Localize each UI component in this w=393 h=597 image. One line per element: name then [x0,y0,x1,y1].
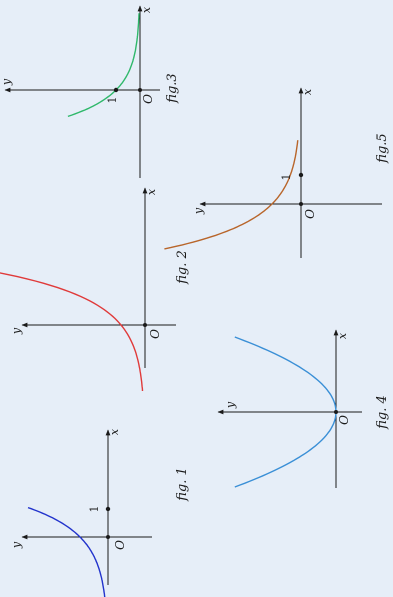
fig5-unit-point [298,172,304,178]
fig3-y-label: y [0,78,13,86]
fig3-x-label: x [140,6,153,13]
fig5-unit-label: 1 [280,174,293,181]
fig5-origin-label: O [303,209,317,219]
figure-1: 1 O x y fig. 1 [10,428,190,597]
fig3-curve [67,13,140,118]
fig1-unit-label: 1 [88,506,101,513]
fig2-origin-label: O [148,329,162,339]
figure-5: 1 O x y fig.5 [164,87,390,258]
fig2-caption: fig. 2 [175,250,190,285]
fig5-y-label: y [192,207,205,215]
fig5-origin-point [299,202,303,206]
figure-4: O x y fig. 4 [217,329,390,488]
figure-3: 1 O x y fig.3 [0,5,180,178]
fig5-curve [164,140,299,250]
fig4-origin-point [334,410,338,414]
fig2-x-label: x [145,188,158,195]
fig1-y-label: y [10,541,23,549]
fig4-origin-label: O [337,415,351,425]
fig3-unit-label: 1 [106,97,119,104]
fig4-y-label: y [224,401,237,409]
fig2-origin-point [143,323,147,327]
fig1-caption: fig. 1 [175,467,190,502]
fig4-caption: fig. 4 [375,395,390,430]
fig3-origin-point [138,88,142,92]
fig3-unit-point [113,87,119,93]
fig1-unit-point [105,506,111,512]
fig5-caption: fig.5 [375,133,390,163]
fig1-origin-label: O [113,540,127,550]
fig2-y-label: y [10,327,23,335]
fig3-origin-label: O [141,94,155,104]
fig5-x-label: x [301,88,314,95]
fig4-x-label: x [336,332,349,339]
figure-2: O x y fig. 2 [0,187,190,392]
fig2-curve [0,272,144,392]
fig1-origin-point [106,535,110,539]
fig1-x-label: x [108,428,121,435]
fig3-caption: fig.3 [165,73,180,103]
fig1-curve [27,506,106,597]
